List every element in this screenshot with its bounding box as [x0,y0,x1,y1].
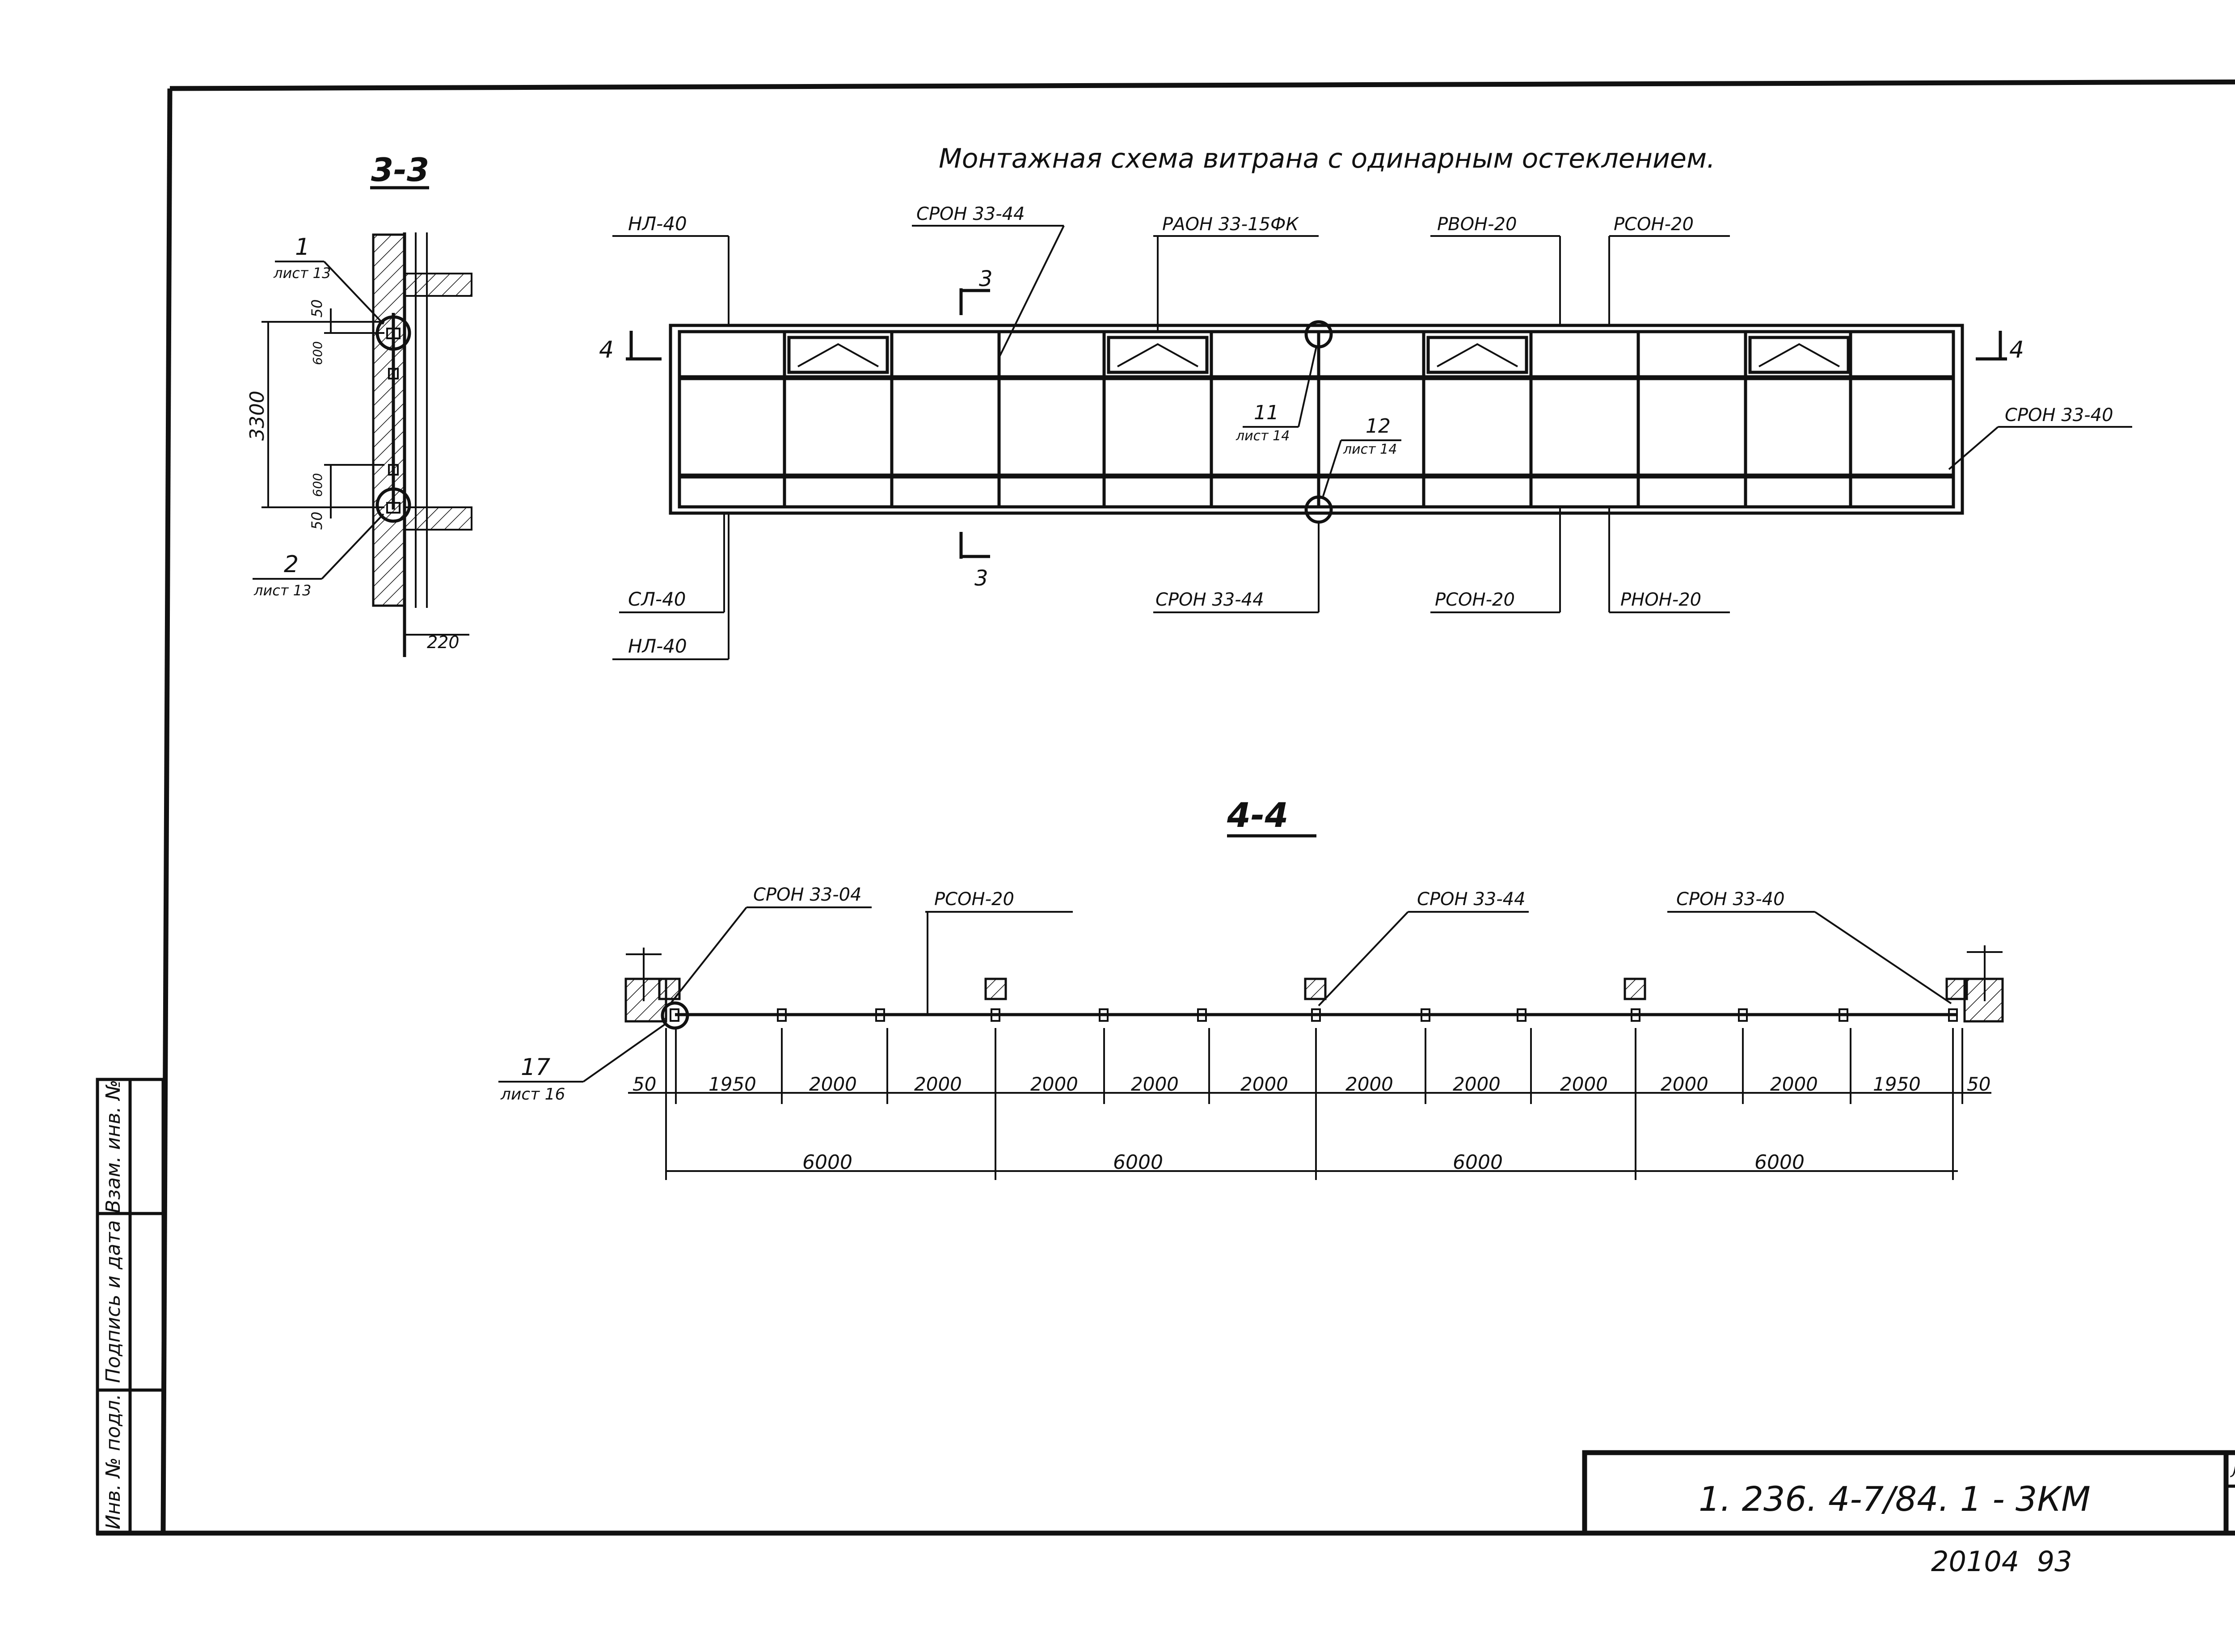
label-bottom-2: НЛ-40 [628,635,687,657]
dim-small-2: 1950 [708,1073,756,1095]
dim-33-wall: 220 [427,632,460,652]
dim-small-6: 2000 [1131,1073,1179,1095]
dim-33-bottom-inner: 600 [310,473,325,497]
dim-small-8: 2000 [1345,1073,1393,1095]
cut-mark-left: 4 [599,337,614,363]
callout-1-sheet: лист 13 [273,265,331,282]
label-top-4: РВОН-20 [1437,214,1517,235]
sheet-frame [96,79,2235,1536]
stamp-vzam-inv: Взам. инв. № [102,1080,125,1214]
dim-33-top-offset: 50 [308,299,325,318]
callout-11-num: 11 [1254,401,1279,424]
dim-small-4: 2000 [914,1073,962,1095]
dim-small-7: 2000 [1240,1073,1288,1095]
label-bottom-1: СЛ-40 [628,588,686,610]
callout-12-sheet: лист 14 [1343,442,1397,457]
drawing-title: Монтажная схема витрана с одинарным осте… [939,143,1715,174]
dim-small-14: 50 [1967,1073,1990,1095]
title-block: 1. 236. 4-7/84. 1 - 3КМ Лист 2 [1582,1450,2235,1536]
dim-big-2: 6000 [1113,1151,1163,1174]
stamp-sign-date: Подпись и дата [102,1220,125,1383]
dim-big-3: 6000 [1453,1151,1503,1174]
dim-33-bottom-offset: 50 [308,512,325,530]
elevation: 3 3 4 4 НЛ-40 СРОН 33-44 РАОН 33-15ФК РВ… [599,204,2132,660]
label-right: СРОН 33-40 [2005,405,2113,426]
label-top-3: РАОН 33-15ФК [1162,214,1299,235]
dim-small-12: 2000 [1770,1073,1818,1095]
label-bottom-5: РНОН-20 [1620,590,1701,610]
callout-12-num: 12 [1366,415,1391,438]
mullions [783,332,1852,507]
archive-number: 20104 93 [1931,1545,2072,1578]
section-3-3: 3-3 3300 50 600 600 50 220 [246,151,472,657]
dim-small-3: 2000 [809,1073,857,1095]
dim-small-13: 1950 [1873,1073,1921,1095]
sheet-label: Лист [2230,1463,2235,1481]
label-44-4: СРОН 33-40 [1676,889,1785,910]
callout-17-num: 17 [521,1054,550,1081]
dim-small-1: 50 [633,1073,656,1095]
side-stamp: Взам. инв. № Подпись и дата Инв. № подл. [96,1078,165,1535]
cut-mark-right: 4 [2009,337,2024,363]
label-top-1: НЛ-40 [628,213,687,235]
dim-ticks [665,1028,1963,1180]
section-33-title: 3-3 [371,151,429,189]
dim-small-10: 2000 [1560,1073,1608,1095]
label-44-3: СРОН 33-44 [1417,889,1526,910]
dim-small-9: 2000 [1453,1073,1501,1095]
columns [658,978,1968,1000]
drawing-code: 1. 236. 4-7/84. 1 - 3КМ [1699,1479,2091,1519]
label-top-5: РСОН-20 [1614,214,1694,235]
section-4-4: 4-4 [498,795,2004,1180]
mullion-marks [670,1008,1958,1022]
callout-2-sheet: лист 13 [253,582,311,599]
cut-mark-top: 3 [979,266,993,291]
label-44-1: СРОН 33-04 [753,885,862,905]
cut-mark-bottom: 3 [974,566,988,591]
dim-big-4: 6000 [1754,1151,1805,1174]
label-top-2: СРОН 33-44 [916,204,1025,224]
label-44-2: РСОН-20 [934,889,1014,910]
label-bottom-4: РСОН-20 [1435,590,1515,610]
stamp-inv-no: Инв. № подл. [102,1394,125,1530]
section-44-title: 4-4 [1227,795,1288,835]
callout-17-sheet: лист 16 [500,1085,565,1104]
dim-big-1: 6000 [802,1151,852,1174]
dim-33-top-inner: 600 [310,341,325,365]
dim-small-5: 2000 [1030,1073,1078,1095]
callout-1-num: 1 [295,234,310,261]
callout-11-sheet: лист 14 [1236,428,1290,444]
label-bottom-3: СРОН 33-44 [1155,590,1264,610]
dim-33-height: 3300 [246,391,269,441]
callout-2-num: 2 [284,551,299,578]
vents [787,336,1850,374]
dim-small-11: 2000 [1661,1073,1708,1095]
